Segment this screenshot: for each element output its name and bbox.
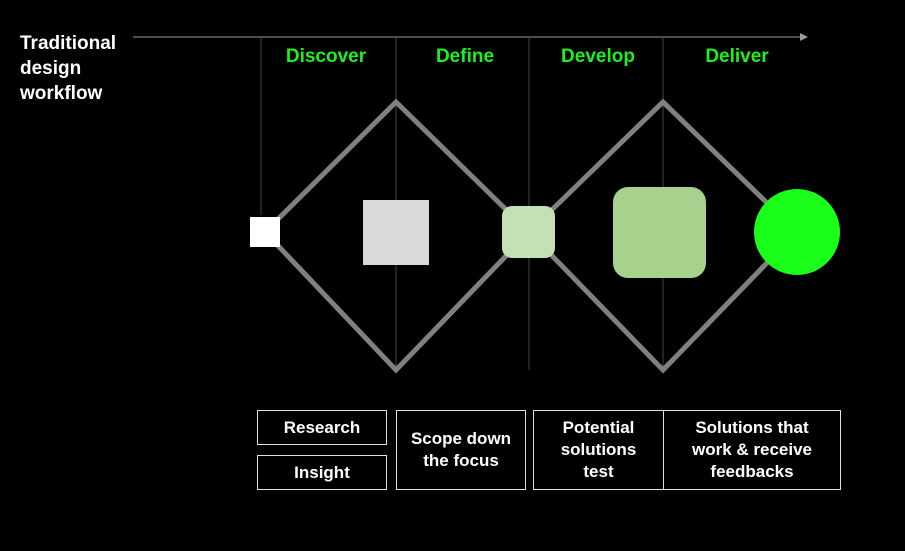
box-research: Research	[257, 410, 387, 445]
phase-discover: Discover	[285, 46, 367, 67]
discover-square	[363, 200, 429, 265]
start-square	[250, 217, 280, 247]
phase-develop: Develop	[561, 46, 635, 67]
box-insight: Insight	[257, 455, 387, 490]
deliver-circle	[754, 189, 840, 275]
timeline-arrowhead	[800, 33, 808, 41]
develop-rounded-square	[613, 187, 706, 278]
phase-define: Define	[435, 46, 495, 67]
box-scope: Scope down the focus	[396, 410, 526, 490]
box-potential: Potential solutions test	[533, 410, 664, 490]
define-rounded-square	[502, 206, 555, 258]
box-solutions: Solutions that work & receive feedbacks	[663, 410, 841, 490]
diagram-title: Traditional design workflow	[20, 33, 117, 104]
phase-deliver: Deliver	[705, 46, 769, 67]
